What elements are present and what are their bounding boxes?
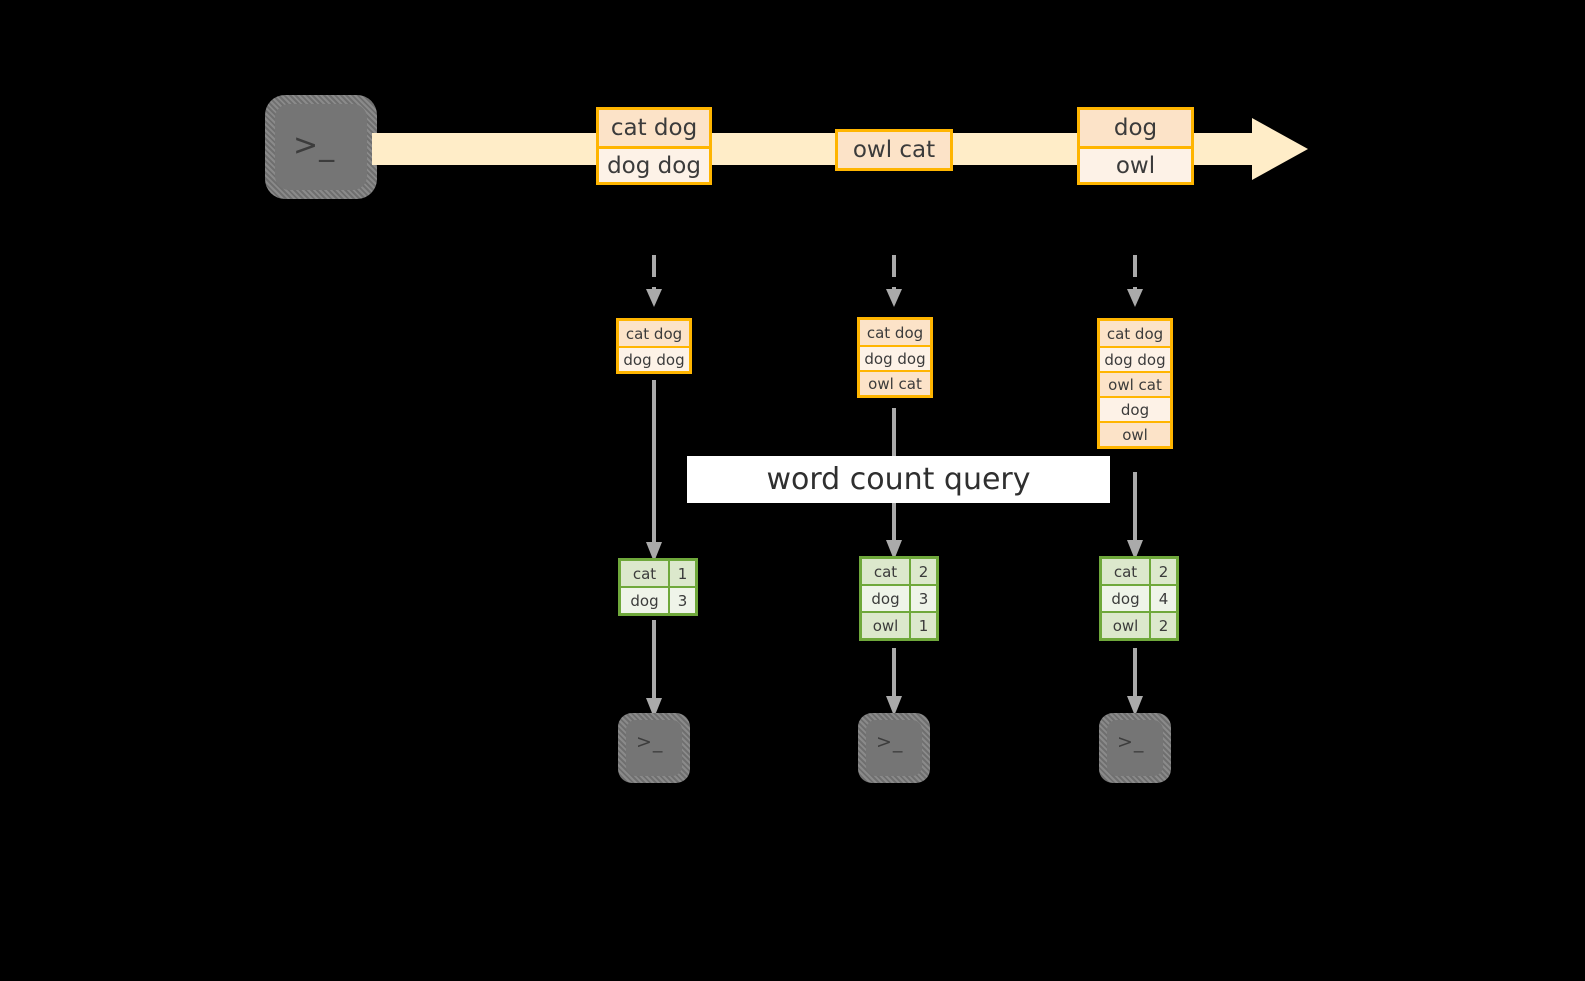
dashed-down-arrow-icon-2 — [884, 255, 904, 313]
terminal-prompt-glyph: >_ — [1117, 731, 1145, 753]
snapshot-row: owl cat — [1100, 371, 1170, 396]
stream-event-row: cat dog — [599, 110, 709, 146]
stream-event-row: owl cat — [838, 132, 950, 168]
result-row: dog 3 — [862, 584, 936, 611]
terminal-screen — [275, 104, 367, 190]
stream-event-row: owl — [1080, 146, 1191, 182]
sink-terminal-icon-1: >_ — [618, 713, 690, 783]
result-count: 1 — [909, 613, 936, 638]
output-arrow-icon-1 — [644, 620, 664, 718]
snapshot-row: cat dog — [1100, 321, 1170, 346]
query-banner: word count query — [687, 456, 1110, 503]
result-row: dog 3 — [621, 586, 695, 613]
result-count: 3 — [909, 586, 936, 611]
stream-event-row: dog dog — [599, 146, 709, 182]
result-count: 3 — [668, 588, 695, 613]
result-word: owl — [862, 613, 909, 638]
output-arrow-icon-2 — [884, 648, 904, 716]
terminal-screen — [866, 720, 922, 776]
result-row: dog 4 — [1102, 584, 1176, 611]
snapshot-row: dog dog — [1100, 346, 1170, 371]
result-count: 1 — [668, 561, 695, 586]
result-table-3: cat 2 dog 4 owl 2 — [1099, 556, 1179, 641]
result-count: 2 — [909, 559, 936, 584]
stream-event-row: dog — [1080, 110, 1191, 146]
stream-event-box-2: owl cat — [835, 129, 953, 171]
result-word: dog — [621, 588, 668, 613]
result-row: cat 2 — [1102, 559, 1176, 584]
result-word: cat — [862, 559, 909, 584]
snapshot-table-1: cat dog dog dog — [616, 318, 692, 374]
source-terminal-icon: >_ — [265, 95, 377, 199]
result-word: cat — [1102, 559, 1149, 584]
sink-terminal-icon-2: >_ — [858, 713, 930, 783]
result-count: 4 — [1149, 586, 1176, 611]
result-word: owl — [1102, 613, 1149, 638]
sink-terminal-icon-3: >_ — [1099, 713, 1171, 783]
dashed-down-arrow-icon-1 — [644, 255, 664, 313]
result-count: 2 — [1149, 559, 1176, 584]
snapshot-row: cat dog — [860, 320, 930, 345]
result-table-2: cat 2 dog 3 owl 1 — [859, 556, 939, 641]
stream-event-box-1: cat dog dog dog — [596, 107, 712, 185]
terminal-screen — [626, 720, 682, 776]
stream-event-box-3: dog owl — [1077, 107, 1194, 185]
result-count: 2 — [1149, 613, 1176, 638]
terminal-prompt-glyph: >_ — [876, 731, 904, 753]
terminal-screen — [1107, 720, 1163, 776]
result-table-1: cat 1 dog 3 — [618, 558, 698, 616]
terminal-prompt-glyph: >_ — [293, 128, 336, 163]
snapshot-row: owl cat — [860, 370, 930, 395]
snapshot-row: dog dog — [619, 346, 689, 371]
snapshot-row: dog dog — [860, 345, 930, 370]
query-arrow-icon-1 — [644, 380, 664, 562]
result-row: cat 2 — [862, 559, 936, 584]
terminal-prompt-glyph: >_ — [636, 731, 664, 753]
result-row: cat 1 — [621, 561, 695, 586]
output-arrow-icon-3 — [1125, 648, 1145, 716]
dashed-down-arrow-icon-3 — [1125, 255, 1145, 313]
query-banner-label: word count query — [766, 462, 1031, 497]
result-word: cat — [621, 561, 668, 586]
result-word: dog — [1102, 586, 1149, 611]
result-row: owl 1 — [862, 611, 936, 638]
snapshot-row: dog — [1100, 396, 1170, 421]
snapshot-table-2: cat dog dog dog owl cat — [857, 317, 933, 398]
snapshot-row: cat dog — [619, 321, 689, 346]
query-arrow-icon-3 — [1125, 472, 1145, 560]
snapshot-row: owl — [1100, 421, 1170, 446]
result-word: dog — [862, 586, 909, 611]
snapshot-table-3: cat dog dog dog owl cat dog owl — [1097, 318, 1173, 449]
result-row: owl 2 — [1102, 611, 1176, 638]
